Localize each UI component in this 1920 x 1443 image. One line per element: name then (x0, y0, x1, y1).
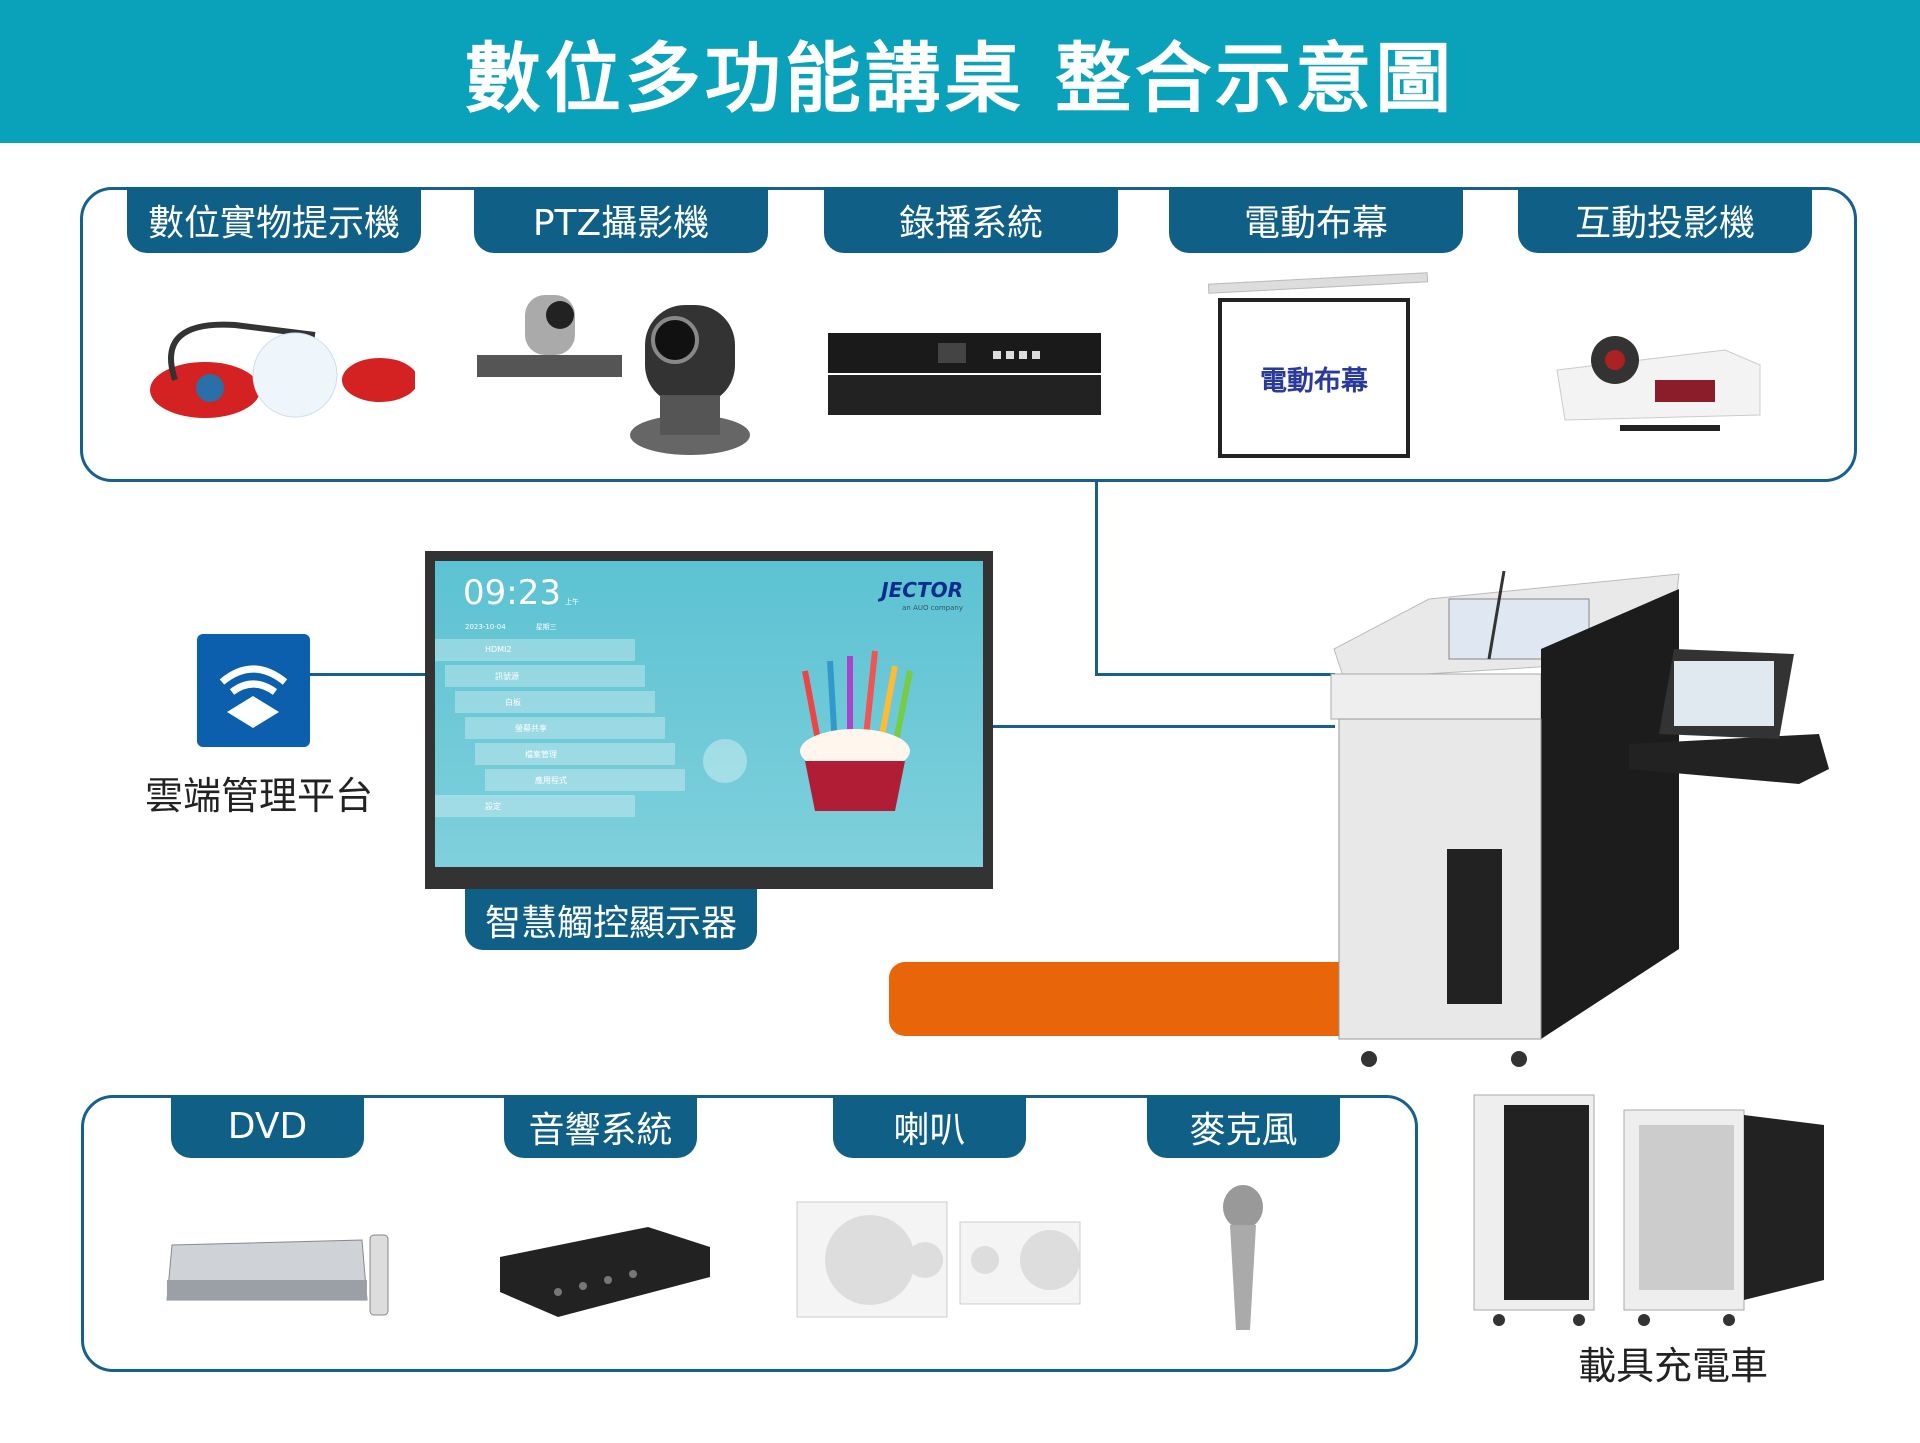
menu-label: 螢幕共享 (515, 724, 547, 733)
bottom-device-group (81, 1095, 1418, 1372)
clock-weekday: 星期三 (535, 623, 557, 631)
menu-screen-share[interactable]: 螢幕共享 (465, 717, 665, 739)
clock-row: 09:23 上午 (463, 573, 579, 613)
brand-logo: JECTOR (881, 578, 963, 602)
connector-cloud-display (310, 673, 425, 676)
recording-system-icon (828, 333, 1101, 415)
projection-screen-icon: 電動布幕 (1207, 272, 1429, 463)
menu-label: 檔案管理 (525, 750, 557, 759)
tab-dvd: DVD (171, 1095, 364, 1158)
tab-audio-system: 音響系統 (504, 1095, 697, 1158)
tab-projection-screen: 電動布幕 (1169, 187, 1463, 253)
speakers-icon (796, 1201, 1081, 1318)
menu-hdmi2[interactable]: HDMI2 (435, 639, 635, 661)
connector-display-podium (993, 725, 1335, 728)
date-row: 2023-10-04 星期三 (465, 623, 557, 632)
menu-source[interactable]: 訊號源 (445, 665, 645, 687)
clock: 09:23 (463, 573, 561, 613)
microphone-icon (1223, 1185, 1263, 1330)
menu-file-manager[interactable]: 檔案管理 (475, 743, 675, 765)
brand-block: JECTOR an AUO company (881, 579, 963, 613)
tab-microphone: 麥克風 (1147, 1095, 1340, 1158)
charging-cart-icon (1473, 1094, 1824, 1326)
page-title: 數位多功能講桌 整合示意圖 (464, 33, 1456, 123)
dvd-player-icon (166, 1234, 389, 1316)
projection-screen-text: 電動布幕 (1260, 365, 1368, 397)
menu-label: HDMI2 (485, 645, 512, 654)
clock-ampm: 上午 (564, 598, 579, 606)
menu-label: 白板 (505, 698, 521, 707)
tab-smart-display: 智慧觸控顯示器 (465, 889, 757, 950)
brand-subtitle: an AUO company (902, 604, 963, 612)
ptz-camera-icon (477, 295, 750, 455)
cloud-platform-label: 雲端管理平台 (145, 774, 374, 818)
projector-icon (1556, 336, 1761, 431)
wifi-cloud-icon (219, 665, 288, 728)
cupcake-image (800, 650, 913, 811)
header-bar: 數位多功能講桌 整合示意圖 (0, 0, 1920, 143)
menu-label: 訊號源 (495, 672, 519, 681)
connector-top-to-podium (1095, 482, 1098, 676)
tab-recording-system: 錄播系統 (824, 187, 1118, 253)
tab-projector: 互動投影機 (1518, 187, 1812, 253)
tab-ptz-camera: PTZ攝影機 (474, 187, 768, 253)
connector-top-to-podium-h (1095, 673, 1335, 676)
menu-label: 應用程式 (535, 776, 567, 785)
smart-podium-icon (1330, 570, 1829, 1067)
menu-whiteboard[interactable]: 白板 (455, 691, 655, 713)
cloud-platform-tile (197, 634, 310, 747)
clock-date: 2023-10-04 (465, 623, 506, 631)
menu-apps[interactable]: 應用程式 (485, 769, 685, 791)
smart-touch-display: 09:23 上午 2023-10-04 星期三 JECTOR an AUO co… (425, 551, 993, 889)
charging-cart-label: 載具充電車 (1578, 1344, 1769, 1388)
tab-document-camera: 數位實物提示機 (127, 187, 421, 253)
document-camera-icon (150, 321, 415, 418)
menu-label: 設定 (485, 802, 501, 811)
tab-speakers: 喇叭 (833, 1095, 1026, 1158)
amplifier-icon (500, 1227, 710, 1317)
menu-settings[interactable]: 設定 (435, 795, 635, 817)
floating-tool-icon[interactable] (703, 739, 747, 783)
